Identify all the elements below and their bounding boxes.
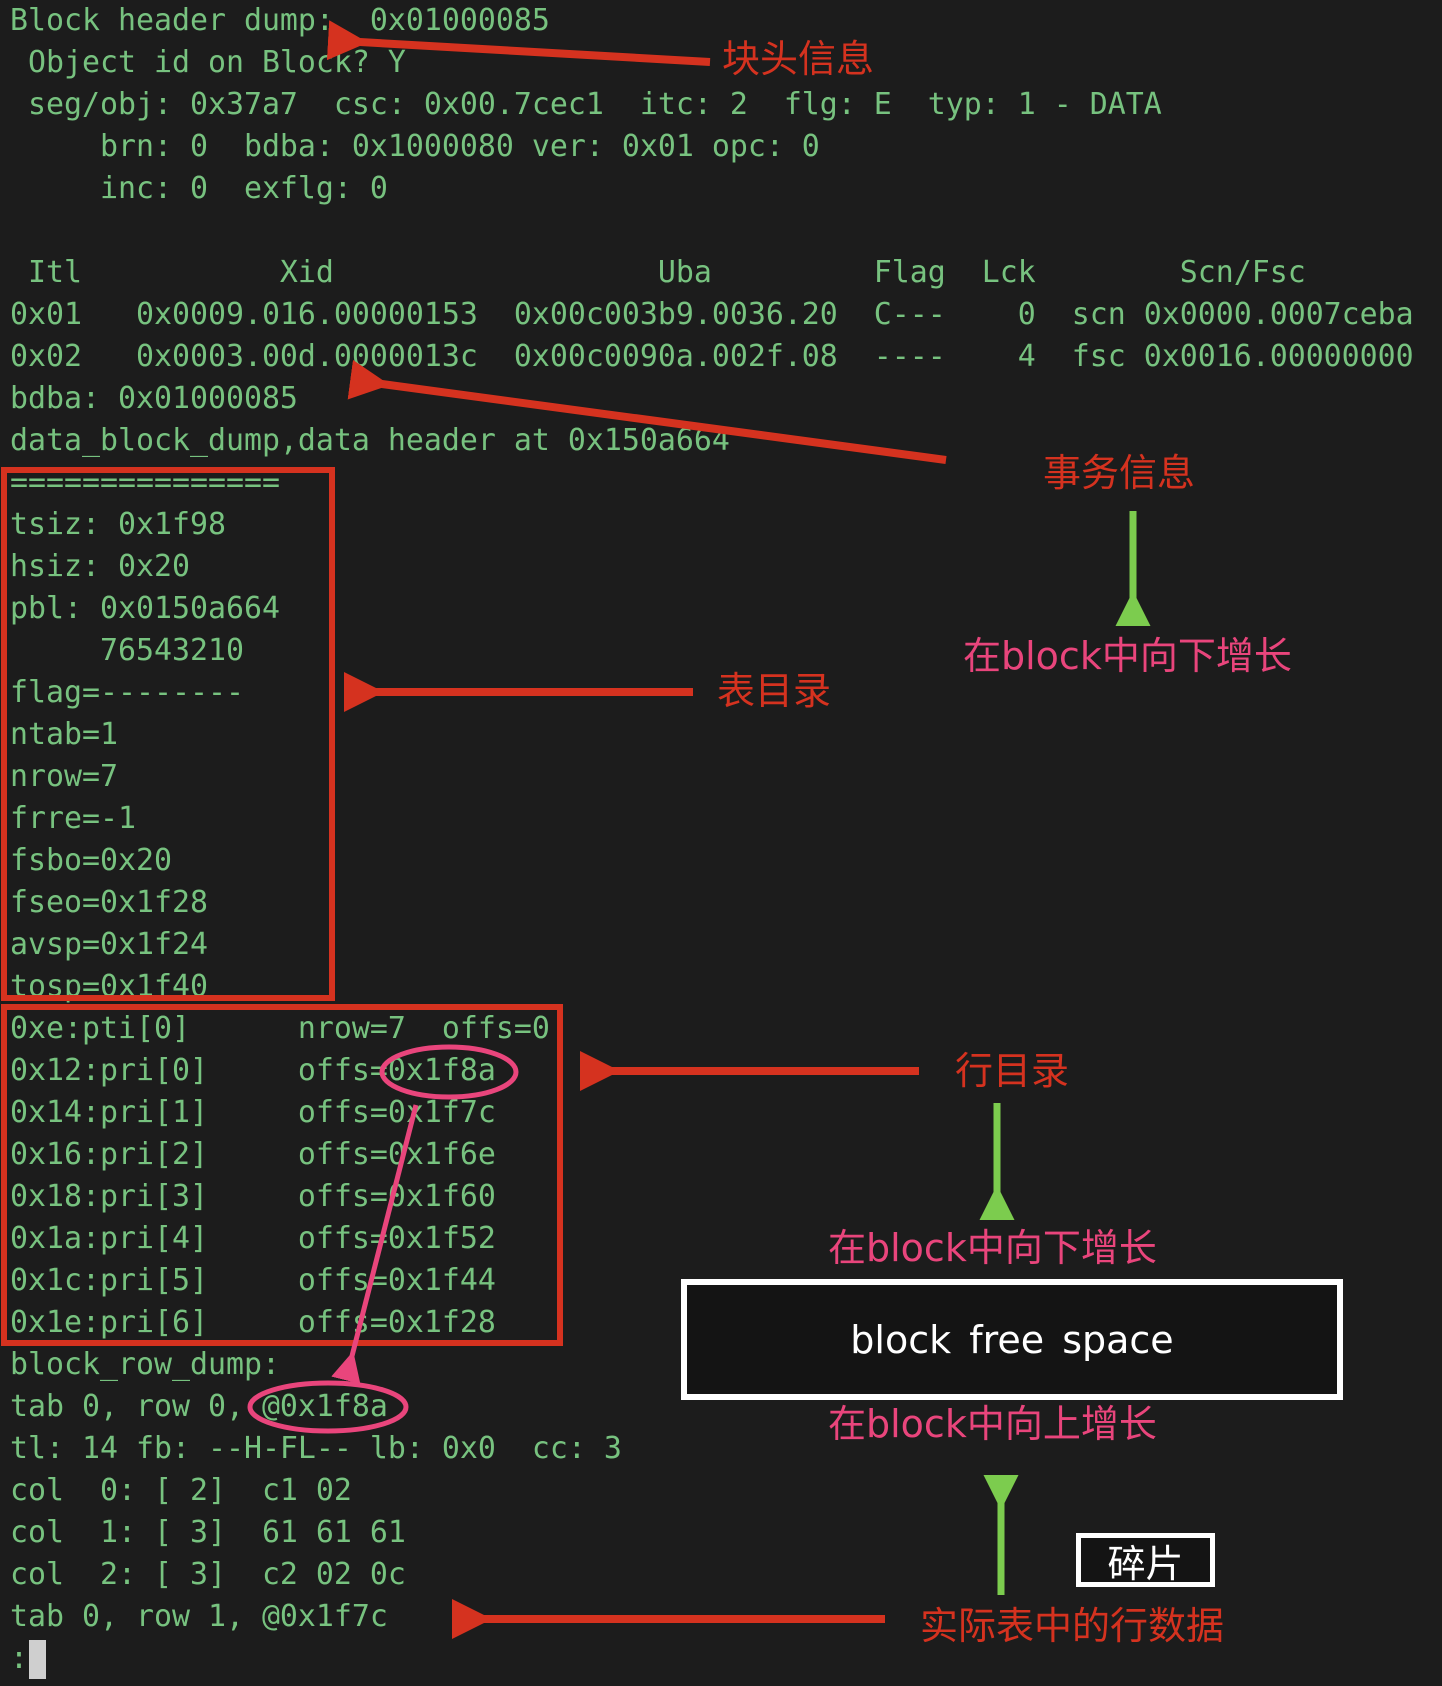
terminal-line: 0x02 0x0003.00d.0000013c 0x00c0090a.002f… [10, 339, 1414, 374]
terminal-line: bdba: 0x01000085 [10, 381, 298, 416]
row-address-highlight-ellipse [247, 1380, 409, 1434]
transaction-info-label: 事务信息 [1043, 451, 1196, 495]
terminal-line: flag=-------- [10, 675, 244, 710]
terminal-line: 0x1a:pri[4] offs=0x1f52 [10, 1221, 496, 1256]
terminal-line: block_row_dump: [10, 1347, 280, 1382]
terminal-output: Block header dump: 0x01000085 Object id … [10, 0, 1414, 1680]
table-directory-box [1, 467, 335, 1001]
terminal-line: inc: 0 exflg: 0 [10, 171, 388, 206]
terminal-line: tab 0, row 0, @0x1f8a [10, 1389, 388, 1424]
block-header-label: 块头信息 [722, 37, 875, 81]
terminal-line: frre=-1 [10, 801, 136, 836]
terminal-line: tl: 14 fb: --H-FL-- lb: 0x0 cc: 3 [10, 1431, 622, 1466]
row-data-label: 实际表中的行数据 [920, 1604, 1225, 1648]
terminal-line: hsiz: 0x20 [10, 549, 190, 584]
terminal-line: 0x16:pri[2] offs=0x1f6e [10, 1137, 496, 1172]
terminal-line: Itl Xid Uba Flag Lck Scn/Fsc [10, 255, 1306, 290]
terminal-line: 0x1c:pri[5] offs=0x1f44 [10, 1263, 496, 1298]
terminal-line: tab 0, row 1, @0x1f7c [10, 1599, 388, 1634]
transaction-info-arrow [347, 359, 947, 464]
grows-down-label-1: 在block中向下增长 [963, 634, 1292, 678]
terminal-line: 0x18:pri[3] offs=0x1f60 [10, 1179, 496, 1214]
terminal-line: 76543210 [10, 633, 244, 668]
block-header-arrow [326, 20, 711, 66]
grows-up-label: 在block中向上增长 [828, 1402, 1157, 1446]
fragment-label: 碎片 [1107, 1541, 1184, 1586]
terminal-line: col 2: [ 3] c2 02 0c [10, 1557, 406, 1592]
terminal-line: col 0: [ 2] c1 02 [10, 1473, 352, 1508]
fragment-box: 碎片 [1076, 1533, 1215, 1587]
terminal-line: nrow=7 [10, 759, 118, 794]
terminal-line: seg/obj: 0x37a7 csc: 0x00.7cec1 itc: 2 f… [10, 87, 1162, 122]
row-directory-label: 行目录 [955, 1049, 1070, 1093]
terminal-line: ntab=1 [10, 717, 118, 752]
block-free-space-label: block free space [850, 1317, 1174, 1362]
terminal-line: 0x1e:pri[6] offs=0x1f28 [10, 1305, 496, 1340]
terminal-line: avsp=0x1f24 [10, 927, 208, 962]
terminal-cursor [29, 1640, 46, 1679]
terminal-line: pbl: 0x0150a664 [10, 591, 280, 626]
terminal-line: Block header dump: 0x01000085 [10, 3, 550, 38]
offset-to-row-arrow [331, 1104, 419, 1384]
terminal-line: 0x01 0x0009.016.00000153 0x00c003b9.0036… [10, 297, 1414, 332]
row-directory-box [1, 1004, 563, 1346]
offset-highlight-ellipse [379, 1044, 519, 1100]
terminal-line: 0x14:pri[1] offs=0x1f7c [10, 1095, 496, 1130]
terminal-line: tsiz: 0x1f98 [10, 507, 226, 542]
terminal-line: 0xe:pti[0] nrow=7 offs=0 [10, 1011, 550, 1046]
terminal-line: col 1: [ 3] 61 61 61 [10, 1515, 406, 1550]
terminal-line: : [10, 1641, 28, 1676]
block-free-space-box: block free space [681, 1279, 1343, 1400]
grows-down-label-2: 在block中向下增长 [828, 1226, 1157, 1270]
terminal-line: fseo=0x1f28 [10, 885, 208, 920]
terminal-line: brn: 0 bdba: 0x1000080 ver: 0x01 opc: 0 [10, 129, 820, 164]
terminal-line: fsbo=0x20 [10, 843, 172, 878]
table-directory-label: 表目录 [717, 669, 832, 713]
